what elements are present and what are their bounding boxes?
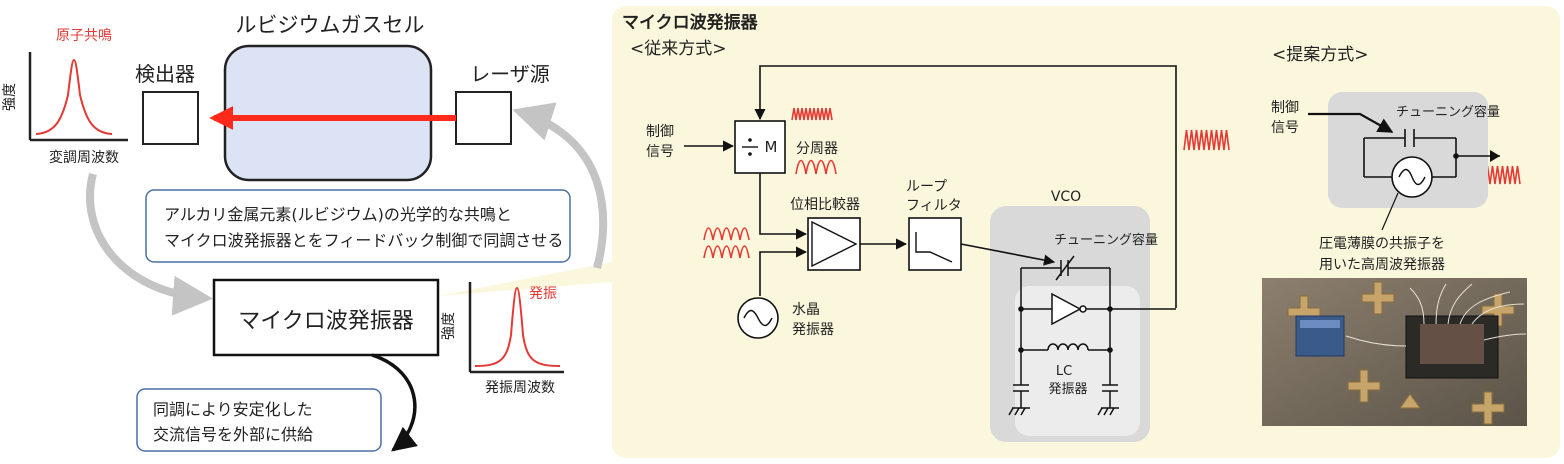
crystal-label-1: 水晶 [792,302,820,318]
output-arrow [371,353,418,452]
phase-comparator-label: 位相比較器 [790,197,860,213]
microwave-oscillator-box [212,278,440,357]
oscillation-curve [474,286,561,367]
info-line-2: マイクロ波発振器とをフィードバック制御で同調させる [164,231,563,250]
prop-control-2: 信号 [1271,120,1299,136]
graph2-ylabel: 強度 [441,312,457,340]
oscillator-label: マイクロ波発振器 [238,309,414,334]
graph1-xlabel: 変調周波数 [49,149,119,166]
conventional-heading: <従来方式> [630,39,727,59]
crystal-to-comparator-wire [759,246,808,296]
lc-label-2: 発振器 [1048,382,1087,397]
loop-filter-block [908,217,962,271]
wave-divider-out [795,159,837,175]
vco-circuit [1008,255,1176,416]
feedback-arrow-left [86,172,213,316]
proposed-circuit [1363,129,1500,178]
resonance-label: 原子共鳴 [56,28,112,44]
laser-label: レーザ源 [470,62,550,86]
control-signal-1: 制御 [646,124,674,140]
crystal-label-2: 発振器 [792,322,834,338]
oscillation-graph [468,282,564,374]
panel-title: マイクロ波発振器 [622,12,759,33]
vco-tuning-label: チューニング容量 [1054,232,1158,248]
prop-output-arrowhead [1490,150,1500,162]
info-box [145,189,571,263]
wave-crystal-2 [703,245,750,259]
proposed-circuit-area [1328,92,1488,208]
phase-comparator-block [807,217,861,271]
panel-connector [438,262,612,296]
filter-to-vco-wire [960,243,1056,266]
wave-divider-in [791,107,833,121]
prop-control-1: 制御 [1271,100,1299,116]
vco-label: VCO [1051,189,1081,205]
lc-label-1: LC [1056,364,1072,379]
resonator-leader [1381,192,1399,231]
lc-area [1015,286,1140,436]
wave-crystal-1 [703,227,750,241]
sine-icon [743,309,773,327]
feedback-arrow-right [512,102,608,270]
rubidium-gas-cell [223,44,433,182]
gas-cell-label: ルビジウムガスセル [236,13,425,37]
output-info-box [136,388,382,452]
wave-vco-out [1183,129,1230,151]
prop-tuning-label: チューニング容量 [1396,104,1500,120]
feedback-wire [754,65,1177,308]
divider-label: 分周器 [796,141,838,157]
divider-m: M [765,138,778,156]
loop-filter-label-1: ループ [906,179,947,195]
resonance-curve [35,58,113,135]
laser-source-box [455,91,512,145]
control-signal-2: 信号 [646,144,674,160]
output-line-1: 同調により安定化した [153,400,313,419]
loop-filter-label-2: フィルタ [906,198,962,214]
resonator-label-2: 用いた高周波発振器 [1319,256,1445,273]
graph1-ylabel: 強度 [2,83,18,111]
prop-control-arrow [1308,112,1394,133]
oscillation-label: 発振 [529,286,557,302]
divider-to-comparator-wire [759,173,808,240]
proposed-heading: <提案方式> [1272,45,1369,65]
resonance-graph [28,52,128,142]
detector-label: 検出器 [135,62,195,86]
detector-box [142,91,199,145]
oscillator-chip-photo [1262,278,1527,426]
graph2-xlabel: 発振周波数 [485,380,555,396]
resonator-label-1: 圧電薄膜の共振子を [1319,236,1445,252]
output-line-2: 交流信号を外部に供給 [153,425,313,444]
resonator-sine-icon [1398,168,1426,186]
info-line-1: アルカリ金属元素(ルビジウム)の光学的な共鳴と [164,205,512,224]
